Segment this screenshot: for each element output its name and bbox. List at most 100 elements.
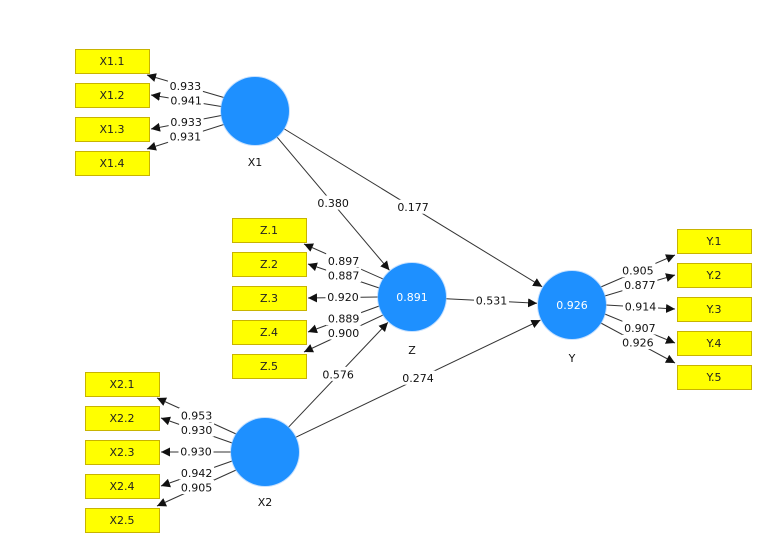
indicator-label: X2.2 xyxy=(109,412,134,425)
loading-label-text: 0.930 xyxy=(181,424,213,437)
label-background xyxy=(179,408,215,422)
path-coefficient-x1-y: 0.177 xyxy=(395,199,431,214)
indicator-label: Y.5 xyxy=(706,371,722,384)
indicator-x1-4[interactable]: X1.4 xyxy=(75,151,150,176)
latent-x1[interactable]: X1 xyxy=(220,76,290,169)
indicator-x2-2[interactable]: X2.2 xyxy=(85,406,160,431)
indicator-y-2[interactable]: Y.2 xyxy=(677,263,752,288)
loading-label: 0.905 xyxy=(179,480,215,495)
latent-circle[interactable] xyxy=(221,77,289,145)
indicator-z-4[interactable]: Z.4 xyxy=(232,320,307,345)
label-background xyxy=(326,253,362,268)
path-coefficient-x2-z: 0.576 xyxy=(320,366,356,381)
indicator-z-2[interactable]: Z.2 xyxy=(232,252,307,277)
label-background xyxy=(179,480,215,494)
indicator-box[interactable] xyxy=(232,286,307,311)
indicator-box[interactable] xyxy=(85,372,160,397)
indicator-label: Y.4 xyxy=(706,337,722,350)
latent-name: X2 xyxy=(258,496,273,509)
indicator-label: X2.4 xyxy=(109,480,134,493)
indicator-z-3[interactable]: Z.3 xyxy=(232,286,307,311)
indicator-z-5[interactable]: Z.5 xyxy=(232,354,307,379)
indicator-y-4[interactable]: Y.4 xyxy=(677,331,752,356)
loading-label: 0.907 xyxy=(622,320,658,335)
indicator-y-1[interactable]: Y.1 xyxy=(677,229,752,254)
indicator-box[interactable] xyxy=(677,263,752,288)
loading-label-text: 0.900 xyxy=(328,327,360,340)
indicator-x2-4[interactable]: X2.4 xyxy=(85,474,160,499)
label-background xyxy=(179,465,215,480)
nodes-layer: X1.1X1.2X1.3X1.4Z.1Z.2Z.3Z.4Z.5 Y.1Y.2Y.3… xyxy=(75,49,752,533)
latent-circle[interactable] xyxy=(378,263,446,331)
indicator-label: Y.2 xyxy=(706,269,722,282)
indicator-x2-3[interactable]: X2.3 xyxy=(85,440,160,465)
label-background xyxy=(326,268,362,282)
indicator-y-3[interactable]: Y.3 xyxy=(677,297,752,322)
loading-label-text: 0.920 xyxy=(327,291,359,304)
indicator-x2-1[interactable]: X2.1 xyxy=(85,372,160,397)
loading-label-text: 0.914 xyxy=(625,301,657,314)
indicator-box[interactable] xyxy=(75,49,150,74)
indicator-label: X2.1 xyxy=(109,378,134,391)
indicator-box[interactable] xyxy=(677,229,752,254)
indicator-box[interactable] xyxy=(85,406,160,431)
indicator-box[interactable] xyxy=(232,320,307,345)
label-background xyxy=(400,370,436,385)
loading-label-text: 0.905 xyxy=(622,265,654,278)
loading-label: 0.900 xyxy=(326,325,362,340)
label-background xyxy=(623,299,658,313)
loading-label: 0.930 xyxy=(178,444,214,459)
indicator-box[interactable] xyxy=(232,252,307,277)
indicator-box[interactable] xyxy=(677,331,752,356)
loading-label-text: 0.905 xyxy=(181,482,213,495)
label-background xyxy=(326,311,362,325)
path-coefficient-z-y: 0.531 xyxy=(474,292,510,307)
indicator-label: X1.1 xyxy=(99,55,124,68)
loading-label-text: 0.889 xyxy=(328,313,360,326)
indicator-z-1[interactable]: Z.1 xyxy=(232,218,307,243)
indicator-y-5[interactable]: Y.5 xyxy=(677,365,752,390)
label-background xyxy=(395,199,431,214)
indicator-x1-3[interactable]: X1.3 xyxy=(75,117,150,142)
indicator-label: X1.2 xyxy=(99,89,124,102)
latent-circle[interactable] xyxy=(538,271,606,339)
indicator-box[interactable] xyxy=(232,218,307,243)
label-background xyxy=(167,78,203,93)
indicator-label: Z.5 xyxy=(260,360,278,373)
loading-label: 0.905 xyxy=(620,263,656,278)
latent-x2[interactable]: X2 xyxy=(230,417,300,509)
indicator-box[interactable] xyxy=(677,365,752,390)
loading-label: 0.926 xyxy=(620,335,656,350)
indicator-box[interactable] xyxy=(85,440,160,465)
label-background xyxy=(168,92,204,107)
indicator-x1-2[interactable]: X1.2 xyxy=(75,83,150,108)
indicator-x2-5[interactable]: X2.5 xyxy=(85,508,160,533)
indicator-box[interactable] xyxy=(85,508,160,533)
loading-label-text: 0.877 xyxy=(624,279,656,292)
loading-label-text: 0.933 xyxy=(170,80,202,93)
indicator-label: Z.1 xyxy=(260,224,278,237)
indicator-box[interactable] xyxy=(232,354,307,379)
indicator-box[interactable] xyxy=(75,83,150,108)
indicator-label: Z.3 xyxy=(260,292,278,305)
indicator-x1-1[interactable]: X1.1 xyxy=(75,49,150,74)
loading-label: 0.953 xyxy=(179,408,215,423)
label-background xyxy=(315,195,351,210)
labels-layer: 0.9330.9410.9330.9310.8970.8870.9200.889… xyxy=(167,78,658,495)
loading-label: 0.941 xyxy=(168,92,204,107)
indicator-box[interactable] xyxy=(677,297,752,322)
label-background xyxy=(167,128,203,143)
loading-label: 0.933 xyxy=(168,114,204,129)
loading-label: 0.931 xyxy=(167,128,203,143)
indicator-box[interactable] xyxy=(75,117,150,142)
indicator-box[interactable] xyxy=(85,474,160,499)
indicator-box[interactable] xyxy=(75,151,150,176)
latent-circle[interactable] xyxy=(231,418,299,486)
loading-label-text: 0.897 xyxy=(328,255,360,268)
loading-label: 0.920 xyxy=(325,289,361,304)
indicator-label: X2.5 xyxy=(109,514,134,527)
indicator-label: Z.4 xyxy=(260,326,278,339)
